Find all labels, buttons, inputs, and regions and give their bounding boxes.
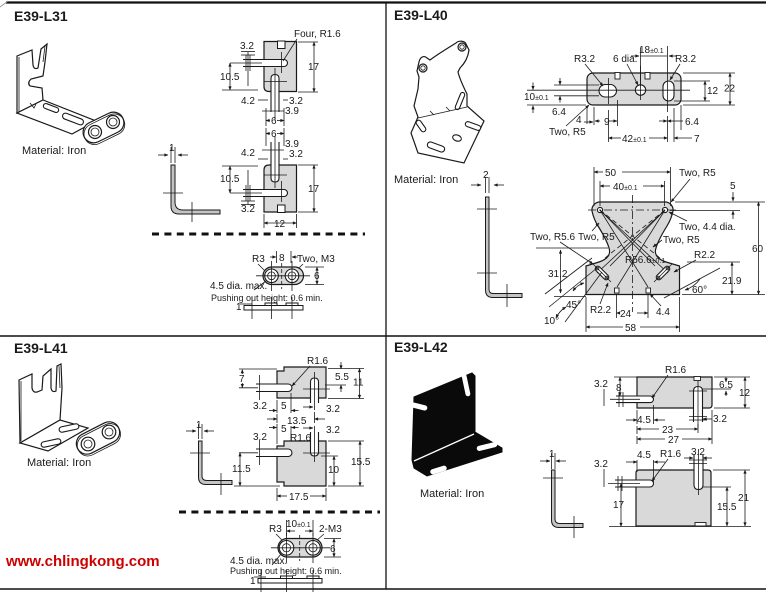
svg-text:10°: 10° (544, 316, 559, 327)
svg-text:2-M3: 2-M3 (319, 524, 342, 535)
svg-text:Material: Iron: Material: Iron (22, 145, 86, 157)
svg-text:3.9: 3.9 (285, 106, 299, 117)
svg-text:Material: Iron: Material: Iron (394, 174, 458, 186)
svg-text:R2.2: R2.2 (590, 305, 612, 316)
svg-text:50: 50 (605, 168, 617, 179)
svg-text:Material: Iron: Material: Iron (420, 488, 484, 500)
svg-text:3.2: 3.2 (594, 459, 608, 470)
svg-text:3.2: 3.2 (326, 404, 340, 415)
svg-text:60: 60 (752, 244, 764, 255)
svg-text:12: 12 (707, 86, 719, 97)
svg-text:21: 21 (738, 493, 750, 504)
svg-text:27: 27 (668, 435, 680, 446)
svg-text:12: 12 (274, 219, 286, 230)
svg-text:www.chlingkong.com: www.chlingkong.com (5, 553, 160, 570)
svg-text:E39-L42: E39-L42 (394, 339, 448, 355)
svg-text:6: 6 (271, 116, 277, 127)
svg-text:58: 58 (625, 323, 637, 334)
svg-text:3.9: 3.9 (285, 139, 299, 150)
svg-text:4.2: 4.2 (241, 148, 255, 159)
svg-text:10±0.1: 10±0.1 (286, 519, 311, 530)
svg-text:4.4: 4.4 (656, 307, 670, 318)
svg-text:4: 4 (576, 115, 582, 126)
svg-text:6: 6 (271, 129, 277, 140)
svg-text:Two, R5: Two, R5 (578, 232, 615, 243)
svg-text:Two, R5: Two, R5 (549, 127, 586, 138)
svg-text:R1.6: R1.6 (307, 356, 329, 367)
svg-text:4.5 dia. max.: 4.5 dia. max. (230, 556, 287, 567)
svg-text:R2.2: R2.2 (694, 250, 716, 261)
svg-text:7: 7 (694, 134, 700, 145)
svg-text:9: 9 (604, 117, 610, 128)
svg-text:13.5: 13.5 (287, 416, 307, 427)
svg-text:R3.2: R3.2 (574, 54, 596, 65)
svg-text:11.5: 11.5 (232, 464, 251, 475)
svg-text:18±0.1: 18±0.1 (639, 45, 664, 56)
svg-text:E39-L40: E39-L40 (394, 7, 448, 23)
svg-text:15.5: 15.5 (351, 457, 371, 468)
svg-text:3.2: 3.2 (289, 149, 303, 160)
svg-text:Two, R5: Two, R5 (663, 235, 700, 246)
svg-text:4.5 dia. max.: 4.5 dia. max. (210, 281, 267, 292)
svg-text:E39-L31: E39-L31 (14, 8, 68, 24)
svg-text:1: 1 (236, 302, 242, 313)
svg-text:7: 7 (239, 374, 245, 385)
svg-text:8: 8 (616, 383, 622, 394)
svg-text:Two, R5: Two, R5 (679, 168, 716, 179)
svg-text:4.5: 4.5 (637, 415, 651, 426)
svg-text:3.2: 3.2 (253, 432, 267, 443)
svg-text:Material: Iron: Material: Iron (27, 457, 91, 469)
svg-text:17: 17 (613, 500, 625, 511)
svg-text:3.2: 3.2 (594, 379, 608, 390)
svg-text:40±0.1: 40±0.1 (613, 182, 638, 193)
svg-text:Pushing out height: 0.6 min.: Pushing out height: 0.6 min. (211, 293, 323, 303)
svg-text:23: 23 (662, 425, 674, 436)
svg-text:R56.6±0.1: R56.6±0.1 (625, 255, 665, 266)
svg-text:Four, R1.6: Four, R1.6 (294, 29, 341, 40)
svg-text:60°: 60° (692, 285, 707, 296)
svg-text:Two, M3: Two, M3 (297, 254, 335, 265)
svg-text:3.2: 3.2 (326, 425, 340, 436)
svg-text:R3: R3 (269, 524, 282, 535)
svg-text:6.4: 6.4 (685, 117, 699, 128)
svg-text:24: 24 (620, 309, 632, 320)
svg-text:Two, R5.6: Two, R5.6 (530, 232, 575, 243)
svg-text:4.2: 4.2 (241, 96, 255, 107)
svg-text:Pushing out height: 0.6 min.: Pushing out height: 0.6 min. (230, 566, 342, 576)
svg-text:4.5: 4.5 (637, 450, 651, 461)
svg-text:3.2: 3.2 (253, 401, 267, 412)
svg-text:6 dia.: 6 dia. (613, 54, 637, 65)
svg-text:3.2: 3.2 (240, 41, 254, 52)
svg-text:R3.2: R3.2 (675, 54, 697, 65)
svg-text:3.2: 3.2 (713, 414, 727, 425)
svg-text:2: 2 (483, 170, 489, 181)
svg-text:42±0.1: 42±0.1 (622, 134, 647, 145)
svg-text:1: 1 (250, 576, 256, 587)
svg-text:R3: R3 (252, 254, 265, 265)
svg-text:6.5: 6.5 (719, 380, 733, 391)
svg-text:45°: 45° (566, 300, 581, 311)
svg-text:R1.6: R1.6 (660, 449, 682, 460)
svg-text:E39-L41: E39-L41 (14, 340, 68, 356)
svg-text:1: 1 (169, 143, 175, 154)
svg-text:1: 1 (196, 420, 202, 431)
svg-text:11: 11 (353, 378, 364, 389)
svg-text:3.2: 3.2 (289, 96, 303, 107)
svg-text:6.4: 6.4 (552, 107, 566, 118)
svg-text:3.2: 3.2 (241, 204, 255, 215)
svg-text:6: 6 (314, 271, 320, 282)
svg-text:6: 6 (330, 544, 336, 555)
svg-text:1: 1 (549, 449, 555, 460)
svg-text:5: 5 (730, 181, 736, 192)
svg-text:8: 8 (279, 253, 285, 264)
svg-text:17.5: 17.5 (289, 492, 309, 503)
svg-text:10±0.1: 10±0.1 (524, 92, 549, 103)
svg-text:R1.6: R1.6 (290, 433, 312, 444)
svg-text:31.2: 31.2 (548, 269, 568, 280)
svg-text:R1.6: R1.6 (665, 365, 687, 376)
svg-text:Two, 4.4 dia.: Two, 4.4 dia. (679, 222, 736, 233)
svg-text:5: 5 (281, 401, 287, 412)
svg-text:5.5: 5.5 (335, 372, 349, 383)
svg-text:5: 5 (281, 424, 287, 435)
